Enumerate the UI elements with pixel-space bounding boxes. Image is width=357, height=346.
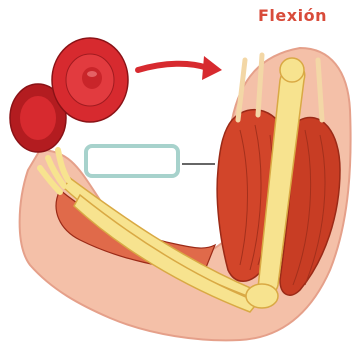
dumbbell-icon <box>10 38 128 152</box>
curved-arrow-icon <box>138 56 222 80</box>
elbow-joint <box>246 284 278 308</box>
diagram-title: Flexión <box>258 6 327 25</box>
label-box[interactable] <box>84 144 180 178</box>
humerus-head <box>280 58 304 82</box>
